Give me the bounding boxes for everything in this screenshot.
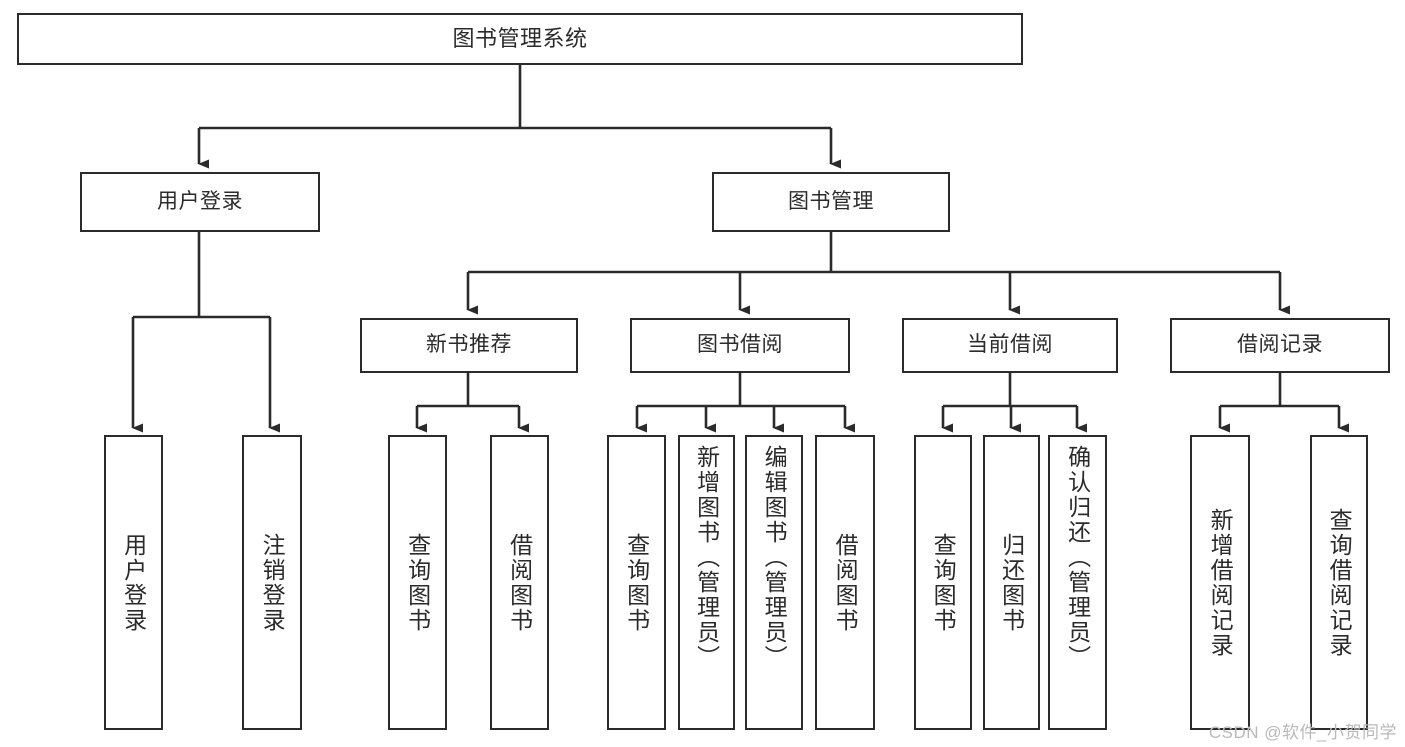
node-current-borrow-label: 当前借阅 — [967, 333, 1053, 357]
leaf-user-login-label: 用户登录 — [120, 532, 147, 633]
watermark: CSDN @软件_小贺同学 — [1208, 723, 1397, 742]
leaf-confirm-return-label: 确认归还（管理员） — [1064, 445, 1091, 670]
node-user-login-label: 用户登录 — [157, 189, 243, 213]
node-user-login[interactable]: 用户登录 — [80, 172, 320, 232]
leaf-add-book-label: 新增图书（管理员） — [693, 445, 720, 670]
node-borrow-record-label: 借阅记录 — [1237, 333, 1323, 357]
leaf-add-borrow-record-label: 新增借阅记录 — [1207, 507, 1234, 658]
leaf-confirm-return[interactable]: 确认归还（管理员） — [1048, 435, 1107, 730]
leaf-return-book[interactable]: 归还图书 — [983, 435, 1040, 730]
leaf-query-book-borrow[interactable]: 查询图书 — [607, 435, 666, 730]
node-borrow-record[interactable]: 借阅记录 — [1170, 318, 1390, 373]
leaf-borrow-book-recommend[interactable]: 借阅图书 — [490, 435, 549, 730]
leaf-borrow-book-label: 借阅图书 — [832, 532, 859, 633]
leaf-user-login[interactable]: 用户登录 — [104, 435, 163, 730]
node-new-book-recommend-label: 新书推荐 — [426, 333, 512, 357]
leaf-query-borrow-record-label: 查询借阅记录 — [1326, 507, 1353, 658]
node-root[interactable]: 图书管理系统 — [17, 13, 1023, 65]
node-new-book-recommend[interactable]: 新书推荐 — [360, 318, 578, 373]
leaf-add-borrow-record[interactable]: 新增借阅记录 — [1190, 435, 1250, 730]
leaf-edit-book[interactable]: 编辑图书（管理员） — [745, 435, 803, 730]
leaf-query-book-borrow-label: 查询图书 — [623, 532, 650, 633]
leaf-query-borrow-record[interactable]: 查询借阅记录 — [1310, 435, 1368, 730]
node-root-label: 图书管理系统 — [452, 26, 588, 52]
leaf-query-book-current-label: 查询图书 — [930, 532, 957, 633]
node-book-management-label: 图书管理 — [788, 189, 874, 213]
leaf-query-book-current[interactable]: 查询图书 — [914, 435, 972, 730]
leaf-logout-label: 注销登录 — [259, 532, 286, 633]
leaf-query-book-recommend[interactable]: 查询图书 — [388, 435, 447, 730]
leaf-edit-book-label: 编辑图书（管理员） — [761, 445, 788, 670]
node-book-management[interactable]: 图书管理 — [712, 172, 950, 232]
leaf-query-book-recommend-label: 查询图书 — [404, 532, 431, 633]
leaf-logout[interactable]: 注销登录 — [242, 435, 302, 730]
node-book-borrow-label: 图书借阅 — [697, 333, 783, 357]
leaf-borrow-book-recommend-label: 借阅图书 — [506, 532, 533, 633]
leaf-return-book-label: 归还图书 — [998, 532, 1025, 633]
leaf-add-book[interactable]: 新增图书（管理员） — [678, 435, 735, 730]
leaf-borrow-book[interactable]: 借阅图书 — [815, 435, 875, 730]
node-current-borrow[interactable]: 当前借阅 — [902, 318, 1118, 373]
node-book-borrow[interactable]: 图书借阅 — [630, 318, 850, 373]
